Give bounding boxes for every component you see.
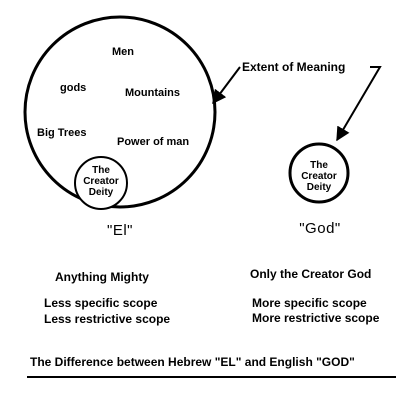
el-desc-1: Anything Mighty [55,270,149,284]
el-label: "El" [107,222,133,239]
item-gods: gods [60,82,87,94]
el-inner-text: The Creator Deity [76,165,126,198]
god-desc-2: More specific scope [252,296,367,310]
el-desc-3: Less restrictive scope [44,312,171,326]
item-power-of-man: Power of man [117,136,190,148]
god-inner-line-2: Creator [301,171,337,182]
callout-arrow-left [212,66,241,105]
item-mountains: Mountains [125,87,180,99]
callout-label: Extent of Meaning [242,60,346,74]
diagram-caption: The Difference between Hebrew "EL" and E… [30,355,355,369]
god-desc-1: Only the Creator God [250,267,372,281]
god-inner-line-1: The [310,160,328,171]
el-circle [23,15,217,209]
god-desc-3: More restrictive scope [252,311,380,325]
callout-arrow-right [336,66,382,142]
god-label: "God" [299,220,341,237]
item-men: Men [112,46,134,58]
el-inner-circle [74,156,128,210]
god-inner-text: The Creator Deity [294,160,344,193]
el-inner-line-1: The [92,165,110,176]
god-circle [288,142,350,204]
el-inner-line-2: Creator [83,176,119,187]
el-inner-line-3: Deity [88,187,114,198]
god-inner-line-3: Deity [306,182,332,193]
el-desc-2: Less specific scope [44,296,158,310]
item-big-trees: Big Trees [37,127,87,139]
